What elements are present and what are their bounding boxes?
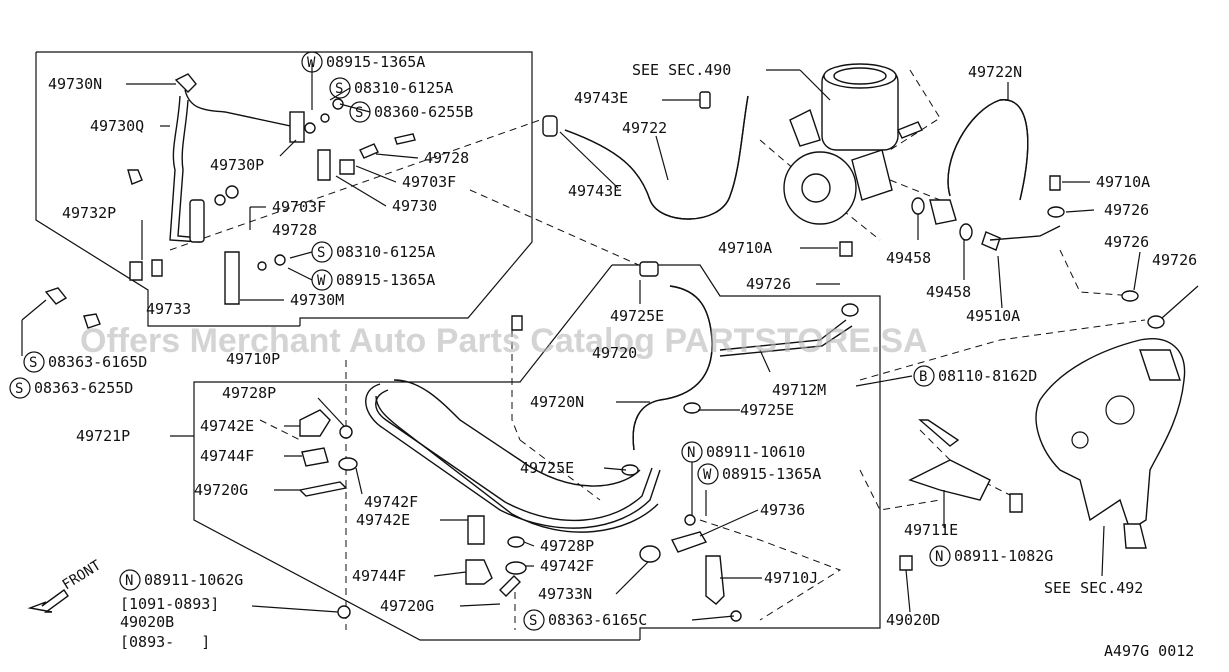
label-49710A: 49710A — [718, 239, 772, 257]
label-49712M: 49712M — [772, 381, 826, 399]
label-s-08363-6165D: 08363-6165D — [48, 353, 147, 371]
label-49710P: 49710P — [226, 350, 280, 368]
label-49742E: 49742E — [356, 511, 410, 529]
label-49743E: 49743E — [574, 89, 628, 107]
label-range-1091-0893: [1091-0893] — [120, 595, 219, 613]
label-s-08363-6255D: 08363-6255D — [34, 379, 133, 397]
pressure-tube — [719, 175, 1165, 513]
label-range-0893: [0893- ] — [120, 633, 210, 651]
label-49728P: 49728P — [540, 537, 594, 555]
label-49720G: 49720G — [380, 597, 434, 615]
label-49722: 49722 — [622, 119, 667, 137]
label-b-08110-8162D: 08110-8162D — [938, 367, 1037, 385]
label-49744F: 49744F — [352, 567, 406, 585]
part-labels: 49730N 49730Q 49730P 49732P 49733 49710P… — [34, 53, 1197, 660]
label-49020D: 49020D — [886, 611, 940, 629]
steering-gear — [1035, 338, 1186, 549]
label-49703F: 49703F — [402, 173, 456, 191]
label-49732P: 49732P — [62, 204, 116, 222]
label-49720N: 49720N — [530, 393, 584, 411]
label-49726: 49726 — [1152, 251, 1197, 269]
label-49703F: 49703F — [272, 198, 326, 216]
label-49726: 49726 — [1104, 201, 1149, 219]
label-49458: 49458 — [886, 249, 931, 267]
label-w-08915-1365A: 08915-1365A — [326, 53, 425, 71]
label-s-08310-6125A: 08310-6125A — [354, 79, 453, 97]
upper-tube-assembly — [44, 73, 523, 331]
label-49711E: 49711E — [904, 521, 958, 539]
label-49730M: 49730M — [290, 291, 344, 309]
prefix-n-icon: N — [687, 445, 695, 461]
label-n-08911-1062G: 08911-1062G — [144, 571, 243, 589]
prefix-w-icon: W — [307, 55, 316, 71]
label-49733: 49733 — [146, 300, 191, 318]
label-w-08915-1365A: 08915-1365A — [722, 465, 821, 483]
prefix-s-icon: S — [29, 355, 37, 371]
label-49736: 49736 — [760, 501, 805, 519]
label-see-sec-490: SEE SEC.490 — [632, 61, 731, 79]
label-49725E: 49725E — [610, 307, 664, 325]
prefix-n-icon: N — [935, 549, 943, 565]
prefix-n-icon: N — [125, 573, 133, 589]
label-see-sec-492: SEE SEC.492 — [1044, 579, 1143, 597]
label-49728: 49728 — [272, 221, 317, 239]
prefix-s-icon: S — [335, 81, 343, 97]
label-49725E: 49725E — [520, 459, 574, 477]
label-49730Q: 49730Q — [90, 117, 144, 135]
label-front: FRONT — [60, 557, 105, 593]
label-49728P: 49728P — [222, 384, 276, 402]
label-49510A: 49510A — [966, 307, 1020, 325]
label-49742F: 49742F — [540, 557, 594, 575]
prefix-w-icon: W — [703, 467, 712, 483]
label-s-08363-6165C: 08363-6165C — [548, 611, 647, 629]
prefix-b-icon: B — [919, 369, 927, 385]
label-drawing-code: A497G 0012 — [1104, 642, 1194, 660]
label-49743E: 49743E — [568, 182, 622, 200]
label-leaders — [21, 62, 1199, 621]
upper-left-frame — [35, 51, 533, 327]
label-49728: 49728 — [424, 149, 469, 167]
prefix-s-icon: S — [317, 245, 325, 261]
label-49721P: 49721P — [76, 427, 130, 445]
dashed-leaders — [169, 69, 1146, 630]
label-49726: 49726 — [1104, 233, 1149, 251]
label-49710J: 49710J — [764, 569, 818, 587]
prefix-s-icon: S — [355, 105, 363, 121]
label-49730: 49730 — [392, 197, 437, 215]
prefix-s-icon: S — [529, 613, 537, 629]
label-s-08360-6255B: 08360-6255B — [374, 103, 473, 121]
label-49742E: 49742E — [200, 417, 254, 435]
label-n-08911-1082G: 08911-1082G — [954, 547, 1053, 565]
front-arrow-icon — [27, 589, 69, 613]
label-49710A: 49710A — [1096, 173, 1150, 191]
hoses — [542, 91, 1029, 451]
label-49020B: 49020B — [120, 613, 174, 631]
prefix-circles: W S S S W S S B N W N S N — [9, 51, 951, 631]
label-49742F: 49742F — [364, 493, 418, 511]
watermark: Offers Merchant Auto Parts Catalog PARTS… — [80, 322, 928, 360]
label-49730P: 49730P — [210, 156, 264, 174]
label-49458: 49458 — [926, 283, 971, 301]
prefix-w-icon: W — [317, 273, 326, 289]
label-49730N: 49730N — [48, 75, 102, 93]
pump-assembly — [783, 63, 923, 225]
label-49725E: 49725E — [740, 401, 794, 419]
lower-main-frame — [193, 264, 881, 641]
label-49744F: 49744F — [200, 447, 254, 465]
prefix-s-icon: S — [15, 381, 23, 397]
label-49733N: 49733N — [538, 585, 592, 603]
label-49720G: 49720G — [194, 481, 248, 499]
label-49722N: 49722N — [968, 63, 1022, 81]
label-w-08915-1365A: 08915-1365A — [336, 271, 435, 289]
label-49726: 49726 — [746, 275, 791, 293]
label-s-08310-6125A: 08310-6125A — [336, 243, 435, 261]
label-49720: 49720 — [592, 344, 637, 362]
label-n-08911-10610: 08911-10610 — [706, 443, 805, 461]
